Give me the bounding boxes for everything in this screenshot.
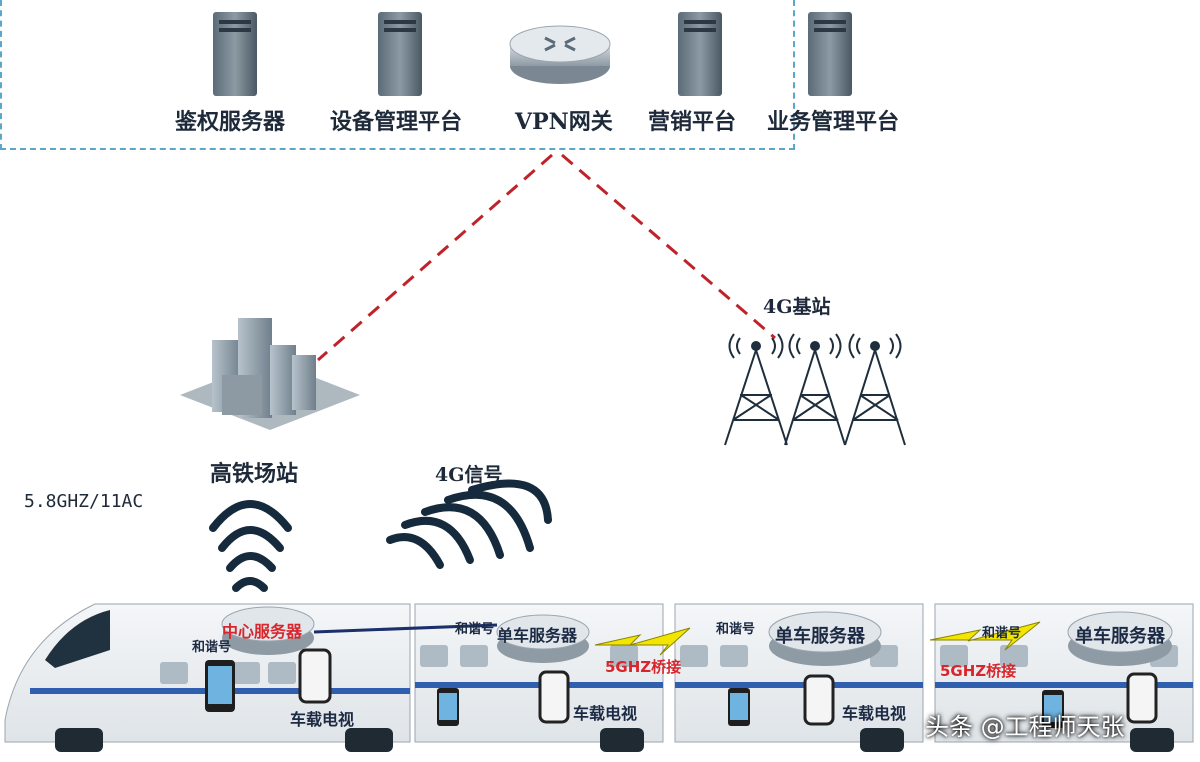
- bridge-label: 5GHZ桥接: [940, 662, 1017, 680]
- tower-icon: [724, 333, 906, 446]
- device-mgmt-label: 设备管理平台: [330, 109, 463, 135]
- server-icon: [378, 12, 422, 96]
- brand-label: 和谐号: [455, 622, 495, 637]
- vpn-link-to-basestation: [561, 153, 776, 340]
- signal-label: 4G信号: [435, 464, 503, 486]
- brand-label: 和谐号: [716, 622, 756, 637]
- brand-label: 和谐号: [982, 626, 1022, 641]
- phone-icon: [437, 688, 459, 726]
- bridge-label: 5GHZ桥接: [605, 658, 682, 676]
- wifi-signal-icon: [209, 500, 292, 592]
- tablet-icon: [538, 670, 570, 724]
- car-server-label: 单车服务器: [497, 626, 578, 645]
- server-link: [313, 623, 498, 634]
- tablet-icon: [298, 648, 332, 704]
- bridge-bolt-icon: [594, 627, 691, 656]
- server-icon: [213, 12, 257, 96]
- car-server-icon: [768, 611, 882, 666]
- phone-icon: [728, 688, 750, 726]
- vpn-gateway-label: VPN网关: [515, 109, 613, 135]
- brand-label: 和谐号: [192, 640, 232, 655]
- router-icon: [509, 25, 611, 84]
- station-label: 高铁场站: [210, 461, 299, 487]
- tablet-icon: [1126, 672, 1158, 724]
- center-server-icon: [221, 606, 315, 655]
- server-icon: [678, 12, 722, 96]
- car-tv-label: 车载电视: [573, 704, 638, 723]
- service-platform-box: [0, 0, 795, 150]
- bridge-bolt-icon: [929, 621, 1041, 651]
- business-mgmt-label: 业务管理平台: [767, 109, 900, 135]
- car-server-label: 单车服务器: [1075, 626, 1165, 647]
- 4g-signal-icon: [386, 479, 552, 569]
- car-server-icon: [496, 614, 590, 663]
- phone-icon: [205, 660, 235, 712]
- center-server-label: 中心服务器: [222, 622, 303, 641]
- car-tv-label: 车载电视: [842, 704, 907, 723]
- wifi-standard-label: 5.8GHZ/11AC: [24, 491, 144, 512]
- car-server-label: 单车服务器: [775, 626, 865, 647]
- watermark: 头条 @工程师天张: [925, 713, 1125, 741]
- car-server-icon: [1067, 611, 1173, 666]
- car-tv-label: 车载电视: [290, 710, 355, 729]
- server-icon: [808, 12, 852, 96]
- tablet-icon: [803, 674, 835, 726]
- phone-icon: [1042, 690, 1064, 728]
- base-station-label: 4G基站: [763, 296, 831, 318]
- building-icon: [180, 318, 360, 430]
- auth-server-label: 鉴权服务器: [175, 109, 286, 135]
- marketing-label: 营销平台: [648, 109, 737, 135]
- vpn-link-to-station: [317, 153, 553, 362]
